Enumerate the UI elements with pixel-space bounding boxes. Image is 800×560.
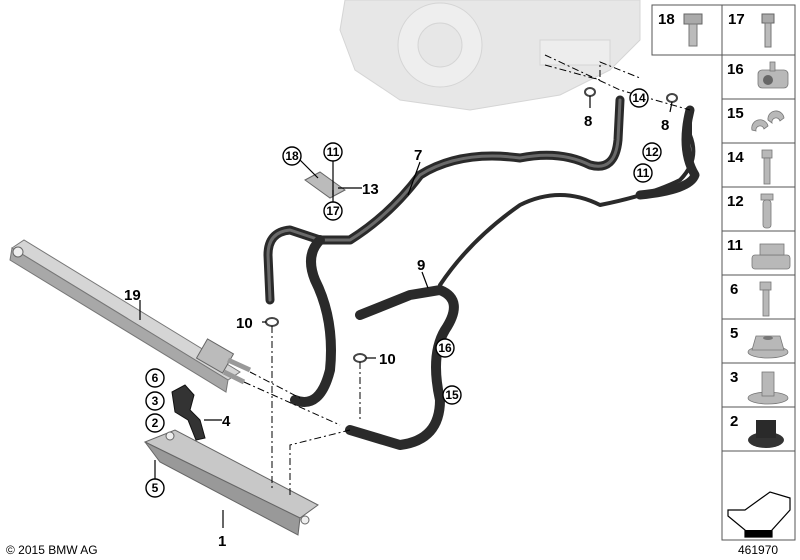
- callout-10: 10: [236, 315, 253, 332]
- circled-callouts: 18 11 17 16 15 14 12 11 6 3 2 5: [145, 88, 662, 498]
- parts-panel: 18 17 16 15 14 12 11 6 5 3: [651, 4, 796, 541]
- callout-13: 13: [362, 181, 379, 198]
- panel-cell-14: 14: [721, 142, 796, 188]
- callout-18: 18: [282, 146, 302, 166]
- copyright-text: © 2015 BMW AG: [6, 543, 98, 557]
- panel-cell-3: 3: [721, 362, 796, 408]
- direction-arrow-icon: [727, 491, 791, 538]
- hose-lines: [263, 95, 700, 450]
- callout-8: 8: [584, 113, 592, 130]
- svg-text:3: 3: [152, 394, 159, 408]
- svg-text:11: 11: [637, 166, 650, 180]
- svg-text:17: 17: [326, 204, 340, 218]
- panel-cell-12: 12: [721, 186, 796, 232]
- svg-text:15: 15: [727, 105, 744, 122]
- svg-text:2: 2: [152, 416, 159, 430]
- svg-text:6: 6: [730, 281, 738, 298]
- svg-text:11: 11: [727, 237, 743, 254]
- svg-text:14: 14: [727, 149, 744, 166]
- oil-cooler-1: [143, 429, 319, 536]
- svg-text:16: 16: [727, 61, 744, 78]
- svg-text:3: 3: [730, 369, 738, 386]
- callout-3: 3: [145, 391, 165, 411]
- svg-text:12: 12: [727, 193, 744, 210]
- svg-text:5: 5: [730, 325, 738, 342]
- svg-text:14: 14: [632, 91, 646, 105]
- bolt-icon: [759, 281, 772, 317]
- hex-nut-icon: [747, 335, 789, 359]
- callout-11: 11: [323, 142, 343, 162]
- callout-10: 10: [379, 351, 396, 368]
- diagram-number: 461970: [738, 543, 778, 557]
- callout-12: 12: [642, 142, 662, 162]
- svg-text:15: 15: [445, 388, 459, 402]
- flange-bolt-icon: [683, 13, 703, 47]
- stud-bolt-icon: [760, 193, 774, 229]
- leader-lines: [139, 96, 673, 528]
- callout-5: 5: [145, 478, 165, 498]
- callout-2: 2: [145, 413, 165, 433]
- panel-cell-16: 16: [721, 54, 796, 100]
- callout-19: 19: [124, 287, 141, 304]
- pipe-clamp-icon: [757, 61, 789, 89]
- callout-8: 8: [661, 117, 669, 134]
- callout-14: 14: [629, 88, 649, 108]
- panel-label-17: 17: [728, 11, 745, 28]
- panel-cell-2: 2: [721, 406, 796, 452]
- clip-icon: [751, 110, 785, 132]
- oil-cooler-19: [9, 239, 252, 393]
- callout-4: 4: [222, 413, 231, 430]
- transmission-illustration: [339, 0, 641, 111]
- panel-label-18: 18: [658, 11, 675, 28]
- collar-nut-icon: [747, 371, 789, 405]
- pipe-holder-icon: [751, 243, 791, 270]
- callout-15: 15: [442, 385, 462, 405]
- callout-11: 11: [633, 163, 653, 183]
- panel-cell-11: 11: [721, 230, 796, 276]
- callout-17: 17: [323, 201, 343, 221]
- svg-text:16: 16: [438, 341, 452, 355]
- callout-16: 16: [435, 338, 455, 358]
- thermostat-4: [171, 384, 206, 441]
- callout-6: 6: [145, 368, 165, 388]
- panel-cell-5: 5: [721, 318, 796, 364]
- svg-text:6: 6: [152, 371, 159, 385]
- callout-7: 7: [414, 147, 422, 164]
- bracket-13: [304, 171, 346, 199]
- svg-text:2: 2: [730, 413, 738, 430]
- svg-text:12: 12: [645, 145, 659, 159]
- bolt-icon: [761, 149, 773, 185]
- svg-text:11: 11: [327, 145, 340, 159]
- svg-text:5: 5: [152, 481, 159, 495]
- callout-1: 1: [218, 533, 226, 550]
- callout-9: 9: [417, 257, 425, 274]
- assembly-lines: [243, 54, 691, 495]
- panel-cell-6: 6: [721, 274, 796, 320]
- callouts: 19 10 13 7 9 10 8 8 4 1: [124, 113, 669, 550]
- bolt-icon: [761, 13, 775, 48]
- svg-text:18: 18: [285, 149, 299, 163]
- rubber-mount-icon: [748, 420, 784, 448]
- panel-cell-15: 15: [721, 98, 796, 144]
